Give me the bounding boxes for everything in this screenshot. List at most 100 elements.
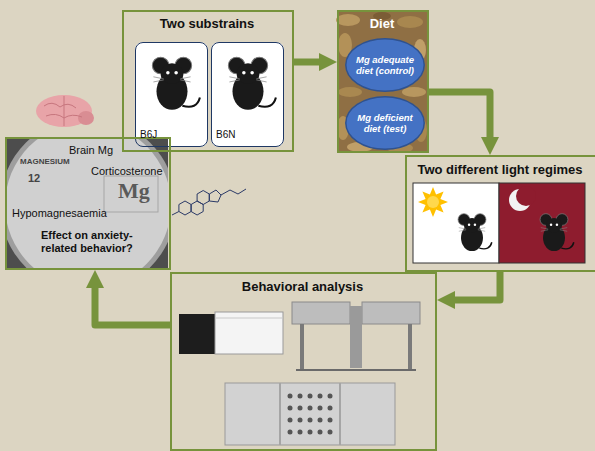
- strain-cards: [135, 42, 284, 147]
- pellet: [397, 16, 423, 28]
- strain-label: B6J: [140, 129, 190, 141]
- panel: Two different light regimes: [405, 155, 595, 272]
- coin-picture: [0, 117, 176, 293]
- flow-arrow: [429, 92, 490, 141]
- hole: [318, 406, 323, 411]
- maze-base: [296, 369, 416, 371]
- question-label: Effect on anxiety-related behavior?: [41, 229, 157, 255]
- mouse-icon: [458, 214, 492, 251]
- strain-card: B6N: [211, 42, 284, 147]
- diet-ellipse: Mg adequate diet (control): [345, 38, 425, 92]
- dark-box: [499, 183, 585, 263]
- pellet: [338, 87, 362, 97]
- result-panel: Brain Mg CorticosteroneHypomagnesaemiaEff…: [5, 137, 171, 270]
- coin: [5, 137, 168, 270]
- hole: [298, 394, 303, 399]
- hole: [328, 418, 333, 423]
- panel-title: Diet: [339, 16, 425, 32]
- text-slot: Behavioral analysis: [172, 279, 433, 295]
- diet-label: Mg deficient diet (test): [353, 112, 417, 135]
- coin-text: MAGNESIUM: [20, 158, 70, 167]
- maze-arm: [292, 302, 350, 324]
- diet-ellipse: Mg deficient diet (test): [345, 96, 425, 150]
- board-wall: [279, 383, 281, 445]
- strain-card: B6J: [135, 42, 208, 147]
- hole: [308, 418, 313, 423]
- pellet: [402, 87, 426, 97]
- ellipse-shape: [346, 97, 424, 149]
- molecule-ring: [209, 190, 221, 202]
- panel-title: Behavioral analysis: [172, 279, 433, 295]
- hole: [298, 418, 303, 423]
- strain-label: B6N: [216, 129, 266, 141]
- panel-title: Two substrains: [124, 16, 290, 32]
- hole: [308, 406, 313, 411]
- hole: [288, 430, 293, 435]
- coin-element-box: [104, 176, 158, 212]
- board-holes: [288, 394, 333, 435]
- coin-symbol: Mg: [118, 179, 150, 203]
- sun-core: [427, 196, 439, 208]
- sun-icon: [418, 187, 448, 217]
- ellipse-shape: [346, 39, 424, 91]
- pellet: [336, 14, 360, 26]
- brain-image: [36, 95, 94, 127]
- card-fill: [211, 42, 284, 147]
- hole: [298, 430, 303, 435]
- diet-pellets: [336, 10, 427, 153]
- behavior-apparatus: [179, 302, 420, 445]
- panel: Behavioral analysis: [170, 272, 437, 451]
- hole: [308, 430, 313, 435]
- diet-panel: Diet Mg adequate diet (control) Mg deficie…: [337, 10, 429, 153]
- hole: [288, 394, 293, 399]
- brain-cerebellum: [78, 111, 94, 125]
- text-slot: Corticosterone: [91, 165, 167, 178]
- coin-rim: [5, 137, 168, 270]
- hole-board: [225, 383, 395, 445]
- maze-leg: [408, 324, 412, 370]
- diet-label: Mg adequate diet (control): [353, 54, 417, 77]
- pellet-ground: [337, 10, 427, 153]
- box-edge: [215, 318, 283, 319]
- measure-label: Brain Mg: [69, 144, 139, 157]
- hole: [318, 418, 323, 423]
- mouse-icon: [228, 57, 276, 110]
- molecule: [172, 189, 246, 215]
- hole: [308, 394, 313, 399]
- board-wall: [339, 383, 341, 445]
- hole: [288, 406, 293, 411]
- hole: [318, 394, 323, 399]
- hole: [318, 430, 323, 435]
- hole: [328, 430, 333, 435]
- hole: [298, 406, 303, 411]
- maze-arm: [362, 302, 420, 324]
- flow-arrow: [294, 59, 323, 66]
- light-compartment: [215, 312, 283, 354]
- hole: [288, 418, 293, 423]
- measure-label: Hypomagnesaemia: [12, 207, 116, 220]
- text-slot: Mg deficient diet (test): [345, 96, 425, 150]
- brain-sulci: [44, 96, 82, 126]
- light-regimes: [413, 183, 585, 263]
- coin-number: 12: [28, 172, 40, 184]
- text-slot: Mg adequate diet (control): [345, 38, 425, 92]
- text-slot: B6N: [216, 129, 266, 141]
- panel: Two substrainsB6J B6N: [122, 10, 294, 152]
- card-fill: [135, 42, 208, 147]
- mouse-icon: [152, 57, 200, 110]
- text-slot: Two different light regimes: [407, 162, 593, 178]
- maze-column: [350, 306, 362, 368]
- hole: [328, 394, 333, 399]
- text-slot: B6J: [140, 129, 190, 141]
- text-slot: Two substrains: [124, 16, 290, 32]
- molecule-chain: [172, 212, 179, 216]
- text-slot: MAGNESIUM: [20, 158, 70, 167]
- moon-shadow: [516, 186, 536, 206]
- hole: [328, 406, 333, 411]
- text-slot: Effect on anxiety-related behavior?: [41, 229, 157, 255]
- flow-arrow: [451, 272, 500, 300]
- text-slot: Diet: [339, 16, 425, 32]
